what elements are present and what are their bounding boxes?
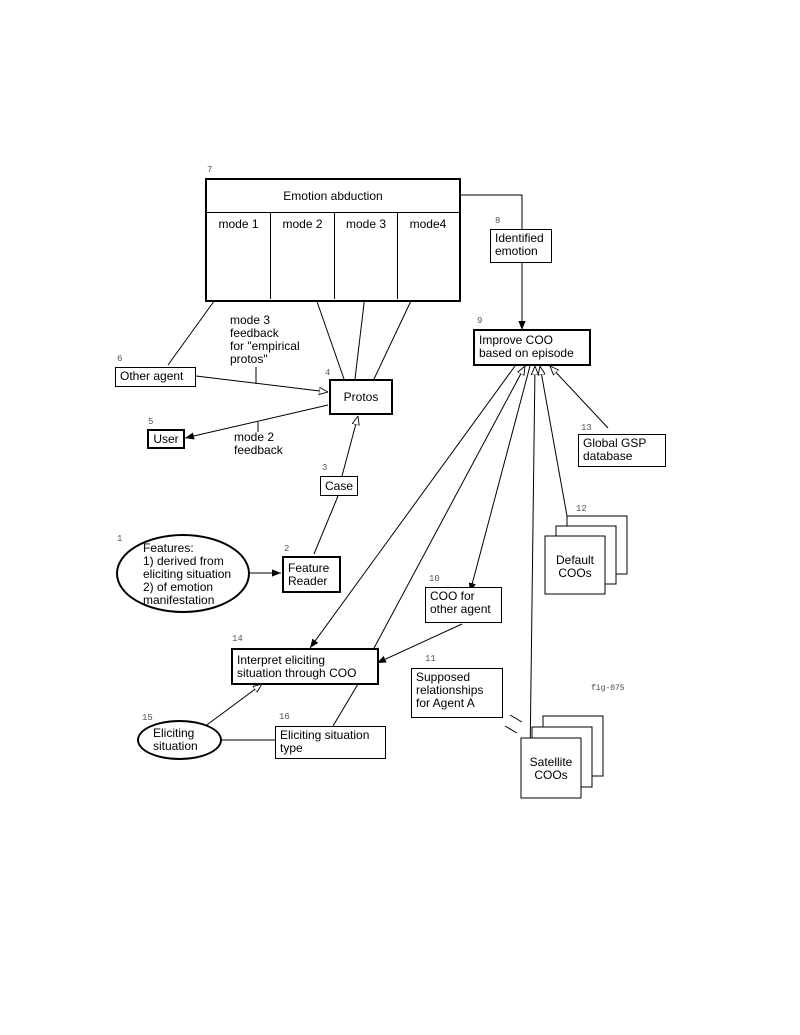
figure-id: fig-075 [591, 684, 625, 693]
node-number: 9 [477, 316, 483, 326]
edge-abduction-to-improve [460, 194, 526, 330]
node-number: 3 [322, 463, 328, 473]
node-number: 4 [325, 368, 331, 378]
supposed-relationships-box: Supposed relationships for Agent A [411, 668, 503, 718]
eliciting-situation-oval: Eliciting situation [137, 720, 222, 760]
edge-satellite-to-improve [530, 366, 535, 760]
features-oval: Features: 1) derived from eliciting situ… [116, 534, 250, 613]
node-number: 10 [429, 574, 440, 584]
node-number: 16 [279, 712, 290, 722]
mode-1-cell: mode 1 [207, 212, 271, 299]
case-box: Case [320, 476, 358, 496]
node-number: 2 [284, 544, 290, 554]
eliciting-situation-type-box: Eliciting situation type [275, 726, 386, 759]
tick-relationships-2 [504, 725, 518, 734]
feature-reader-box: Feature Reader [282, 556, 341, 593]
interpret-situation-box: Interpret eliciting situation through CO… [231, 648, 379, 685]
coo-other-agent-box: COO for other agent [425, 587, 502, 623]
node-number: 12 [576, 504, 587, 514]
edge-reader-to-case [313, 495, 339, 555]
features-text: Features: 1) derived from eliciting situ… [143, 541, 232, 607]
edge-improve-to-coo-other [468, 365, 531, 593]
user-box: User [147, 429, 185, 449]
edge-default-to-improve [540, 366, 568, 517]
mode-row: mode 1 mode 2 mode 3 mode4 [207, 212, 459, 299]
node-number: 1 [117, 534, 123, 544]
default-coos-sheet-1 [544, 535, 606, 595]
node-number: 15 [142, 713, 153, 723]
eliciting-situation-text: Eliciting situation [153, 726, 198, 753]
edge-coo-other-to-interpret [376, 623, 463, 664]
edge-protos-to-user [184, 404, 329, 440]
node-number: 11 [425, 654, 436, 664]
tick-relationships-1 [509, 714, 523, 723]
mode-3-cell: mode 3 [335, 212, 398, 299]
edge-eliciting-to-interpret [199, 684, 262, 731]
other-agent-box: Other agent [115, 367, 196, 387]
edge-case-to-protos [341, 416, 358, 477]
edge-type-to-interpret [332, 683, 359, 727]
improve-coo-box: Improve COO based on episode [473, 329, 591, 366]
emotion-abduction-title: Emotion abduction [207, 180, 459, 213]
default-coos-label: Default COOs [555, 553, 595, 580]
node-number: 14 [232, 634, 243, 644]
edge-otheragent-to-protos [195, 375, 328, 392]
node-number: 8 [495, 216, 501, 226]
mode2-feedback-label: mode 2 feedback [234, 430, 283, 457]
mode3-feedback-label: mode 3 feedback for "empirical protos" [230, 313, 300, 366]
edge-improve-to-interpret [309, 365, 516, 649]
mode-4-cell: mode4 [409, 217, 447, 231]
edge-gsp-to-improve [550, 366, 609, 429]
node-number: 13 [581, 423, 592, 433]
satellite-coos-label: Satellite COOs [529, 755, 573, 782]
global-gsp-box: Global GSP database [578, 434, 666, 467]
identified-emotion-box: Identified emotion [490, 229, 552, 263]
satellite-coos-sheet-1 [520, 737, 582, 799]
node-number: 7 [207, 165, 213, 175]
protos-box: Protos [329, 379, 393, 415]
mode-2-cell: mode 2 [271, 212, 335, 299]
node-number: 6 [117, 354, 123, 364]
node-number: 5 [148, 417, 154, 427]
edge-interpret-to-improve [372, 366, 525, 651]
emotion-abduction-box: Emotion abduction mode 1 mode 2 mode 3 m… [205, 178, 461, 302]
